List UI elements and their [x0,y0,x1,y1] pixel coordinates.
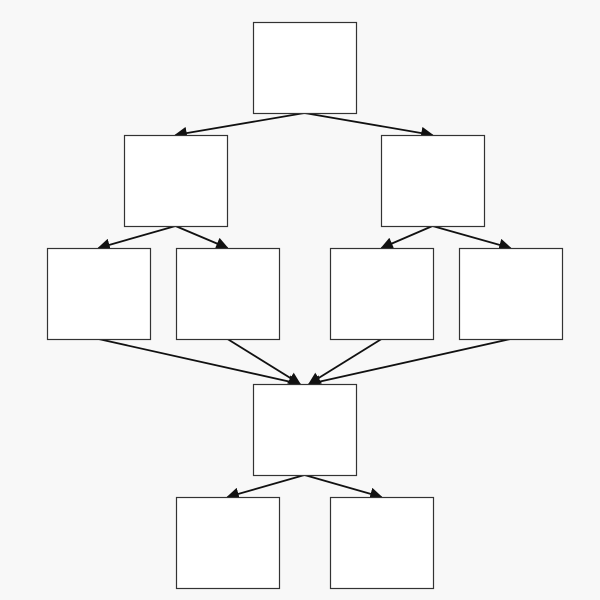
edge-n8-n9 [226,474,305,500]
node-n1[interactable] [252,21,358,115]
node-n8[interactable] [252,383,358,477]
edges-layer [97,112,512,500]
edge-n8-n10 [304,474,383,500]
node-box [252,383,358,477]
node-n7[interactable] [458,247,564,341]
node-box [175,496,281,590]
node-box [458,247,564,341]
edge-n7-n8 [307,338,511,388]
edge-n2-n5 [175,225,229,250]
edge-n3-n7 [432,225,512,251]
node-n5[interactable] [175,247,281,341]
edge-n3-n6 [380,225,433,250]
node-box [46,247,152,341]
edge-n1-n3 [304,112,434,140]
edge-n1-n2 [174,112,305,140]
node-n10[interactable] [329,496,435,590]
node-n6[interactable] [329,247,435,341]
node-box [380,134,486,228]
node-box [329,496,435,590]
edge-n2-n4 [97,225,176,251]
node-box [329,247,435,341]
node-box [175,247,281,341]
edge-n6-n8 [307,338,382,385]
node-n9[interactable] [175,496,281,590]
node-box [123,134,229,228]
edge-n4-n8 [98,338,302,388]
node-n2[interactable] [123,134,229,228]
nodes-layer [46,21,564,590]
edge-n5-n8 [227,338,302,385]
node-n3[interactable] [380,134,486,228]
node-box [252,21,358,115]
node-n4[interactable] [46,247,152,341]
